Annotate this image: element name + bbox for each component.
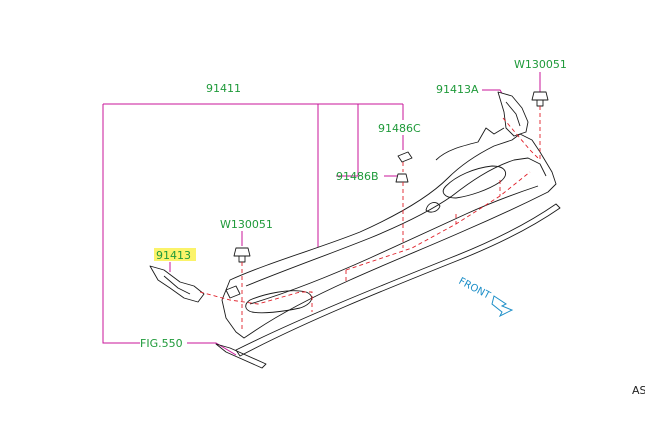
label-w130051-mid: W130051 <box>220 218 273 231</box>
label-91413-highlight <box>154 248 196 261</box>
label-91486c: 91486C <box>378 122 421 135</box>
clip-w130051-top <box>531 91 549 107</box>
leader-lines <box>102 72 541 356</box>
label-91413a: 91413A <box>436 83 479 96</box>
label-fig550: FIG.550 <box>140 337 183 350</box>
install-lines <box>199 106 541 330</box>
cowl-panel <box>215 127 561 369</box>
clip-w130051-mid <box>233 247 251 263</box>
part-labels: 91411 91413A W130051 91486C 91486B W1300… <box>140 58 645 397</box>
label-91486b: 91486B <box>336 170 379 183</box>
label-w130051-top: W130051 <box>514 58 567 71</box>
front-arrow-icon <box>491 295 514 318</box>
corner-code: AS <box>632 384 645 397</box>
front-label: FRONT <box>457 276 493 302</box>
label-91413: 91413 <box>156 249 191 262</box>
side-seal-right <box>497 91 529 137</box>
side-seal-left <box>149 265 205 303</box>
front-indicator: FRONT <box>457 276 514 318</box>
clip-91486b <box>395 173 409 183</box>
clip-91486c <box>397 151 413 163</box>
label-91411: 91411 <box>206 82 241 95</box>
